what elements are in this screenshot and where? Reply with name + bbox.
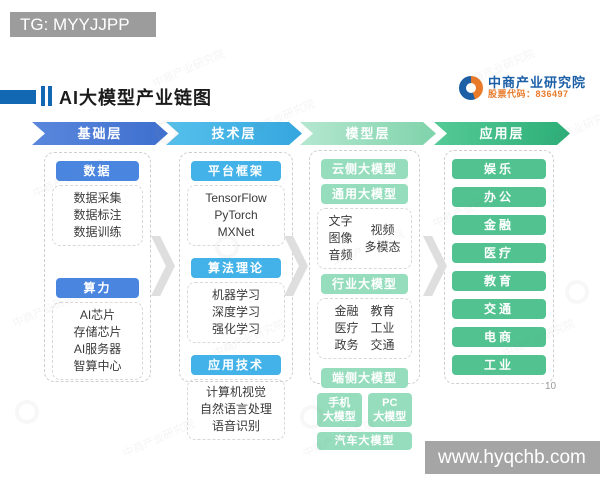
column-app: 娱乐办公金融医疗教育交通电商工业 (444, 150, 554, 384)
telegram-tag: TG: MYYJJPP (10, 12, 156, 37)
layer-header-model: 模型层 (300, 122, 436, 145)
subgroup-items: 金融医疗政务教育工业交通 (317, 298, 412, 359)
model-subgroup: 通用大模型文字图像音频视频多模态 (317, 184, 412, 269)
layer-group: 应用技术计算机视觉自然语言处理语音识别 (187, 355, 285, 440)
edge-model-title: 端侧大模型 (320, 368, 409, 388)
group-item: 教育 (370, 304, 395, 318)
app-item: 医疗 (452, 243, 546, 263)
group-items: AI芯片存储芯片 AI服务器智算中心 (52, 302, 143, 380)
edge-model-box: 手机大模型 (317, 393, 362, 427)
layer-header-base: 基础层 (32, 122, 168, 145)
group-title: 平台框架 (190, 161, 282, 181)
title-tick-icon (41, 86, 45, 106)
group-item: 视频 (370, 222, 395, 237)
edge-model-line: 手机 (328, 397, 351, 409)
app-item: 金融 (452, 215, 546, 235)
group-item: AI服务器 (73, 342, 122, 356)
column-model: 云侧大模型通用大模型文字图像音频视频多模态行业大模型金融医疗政务教育工业交通端侧… (309, 150, 420, 450)
group-item: 数据标注 (73, 208, 122, 222)
subgroup-items: 文字图像音频视频多模态 (317, 208, 412, 269)
app-item: 教育 (452, 271, 546, 291)
group-item: 交通 (370, 338, 395, 352)
title-tick-icon (48, 86, 52, 106)
group-item: 音频 (328, 248, 353, 262)
app-item: 交通 (452, 299, 546, 319)
org-stock-code: 股票代码：836497 (487, 89, 569, 100)
cloud-model-title: 云侧大模型 (320, 159, 409, 179)
items-col: 金融医疗政务 (334, 303, 358, 354)
group-item: 强化学习 (211, 322, 260, 336)
group-item: 工业 (370, 321, 395, 335)
group-items: 计算机视觉自然语言处理语音识别 (187, 379, 285, 440)
group-item: 数据训练 (73, 225, 122, 239)
app-item: 工业 (452, 355, 546, 375)
group-title: 算力 (55, 278, 140, 298)
org-name: 中商产业研究院 (487, 75, 586, 90)
page-number: 10 (545, 381, 557, 392)
group-item: 多模态 (364, 239, 401, 254)
edge-model-line: 大模型 (322, 411, 356, 423)
layer-header-app: 应用层 (434, 122, 570, 145)
edge-model-box: PC 大模型 (367, 393, 412, 427)
group-title: 数据 (55, 161, 140, 181)
chevron-right-icon (151, 236, 175, 296)
website-url: www.hyqchb.com (425, 441, 600, 474)
group-item: 图像 (328, 231, 353, 245)
watermark-text: 中商产业研究院 (121, 417, 197, 461)
layer-group: 算法理论机器学习深度学习强化学习 (187, 258, 285, 343)
layer-group: 数据数据采集数据标注数据训练 (52, 161, 143, 246)
group-item: 文字 (328, 214, 353, 228)
group-item: 医疗 (334, 321, 359, 335)
column-base: 数据数据采集数据标注数据训练算力 AI芯片存储芯片 AI服务器智算中心 (44, 152, 151, 382)
org-logo: 中商产业研究院 股票代码：836497 (458, 75, 586, 101)
watermark-logo-icon (565, 280, 589, 304)
title-accent-bar (0, 90, 36, 104)
group-item: 存储芯片 (73, 325, 122, 339)
group-item: 政务 (334, 338, 359, 352)
items-col: 教育工业交通 (371, 303, 395, 354)
group-item: AI芯片 (79, 308, 116, 322)
app-item: 娱乐 (452, 159, 546, 179)
edge-model-line: PC (382, 397, 398, 409)
group-item: 智算中心 (73, 359, 122, 373)
group-title: 算法理论 (190, 258, 282, 278)
group-item: 数据采集 (73, 191, 122, 205)
layer-header-tech: 技术层 (166, 122, 302, 145)
group-item: 机器学习 (211, 288, 260, 302)
edge-model-car: 汽车大模型 (317, 432, 412, 450)
edge-model-row: 手机大模型 PC 大模型 (317, 393, 412, 427)
model-subgroup: 行业大模型金融医疗政务教育工业交通 (317, 274, 412, 359)
group-item: TensorFlow (205, 191, 267, 205)
group-item: 自然语言处理 (199, 402, 272, 416)
app-item: 电商 (452, 327, 546, 347)
app-item: 办公 (452, 187, 546, 207)
layer-group: 算力 AI芯片存储芯片 AI服务器智算中心 (52, 278, 143, 380)
subgroup-title: 行业大模型 (320, 274, 409, 294)
org-logo-icon (458, 76, 483, 101)
group-title: 应用技术 (190, 355, 282, 375)
subgroup-title: 通用大模型 (320, 184, 409, 204)
page-title: AI大模型产业链图 (59, 88, 212, 108)
group-item: 计算机视觉 (205, 385, 266, 399)
group-item: 深度学习 (211, 305, 260, 319)
group-items: 机器学习深度学习强化学习 (187, 282, 285, 343)
group-item: 语音识别 (211, 419, 260, 433)
items-col: 视频多模态 (365, 222, 401, 256)
edge-model-line: 大模型 (373, 411, 407, 423)
group-item: PyTorch (214, 208, 258, 222)
items-col: 文字图像音频 (328, 213, 352, 264)
watermark-logo-icon (15, 400, 39, 424)
group-item: 金融 (334, 304, 359, 318)
group-items: 数据采集数据标注数据训练 (52, 185, 143, 246)
group-item: MXNet (217, 225, 255, 239)
